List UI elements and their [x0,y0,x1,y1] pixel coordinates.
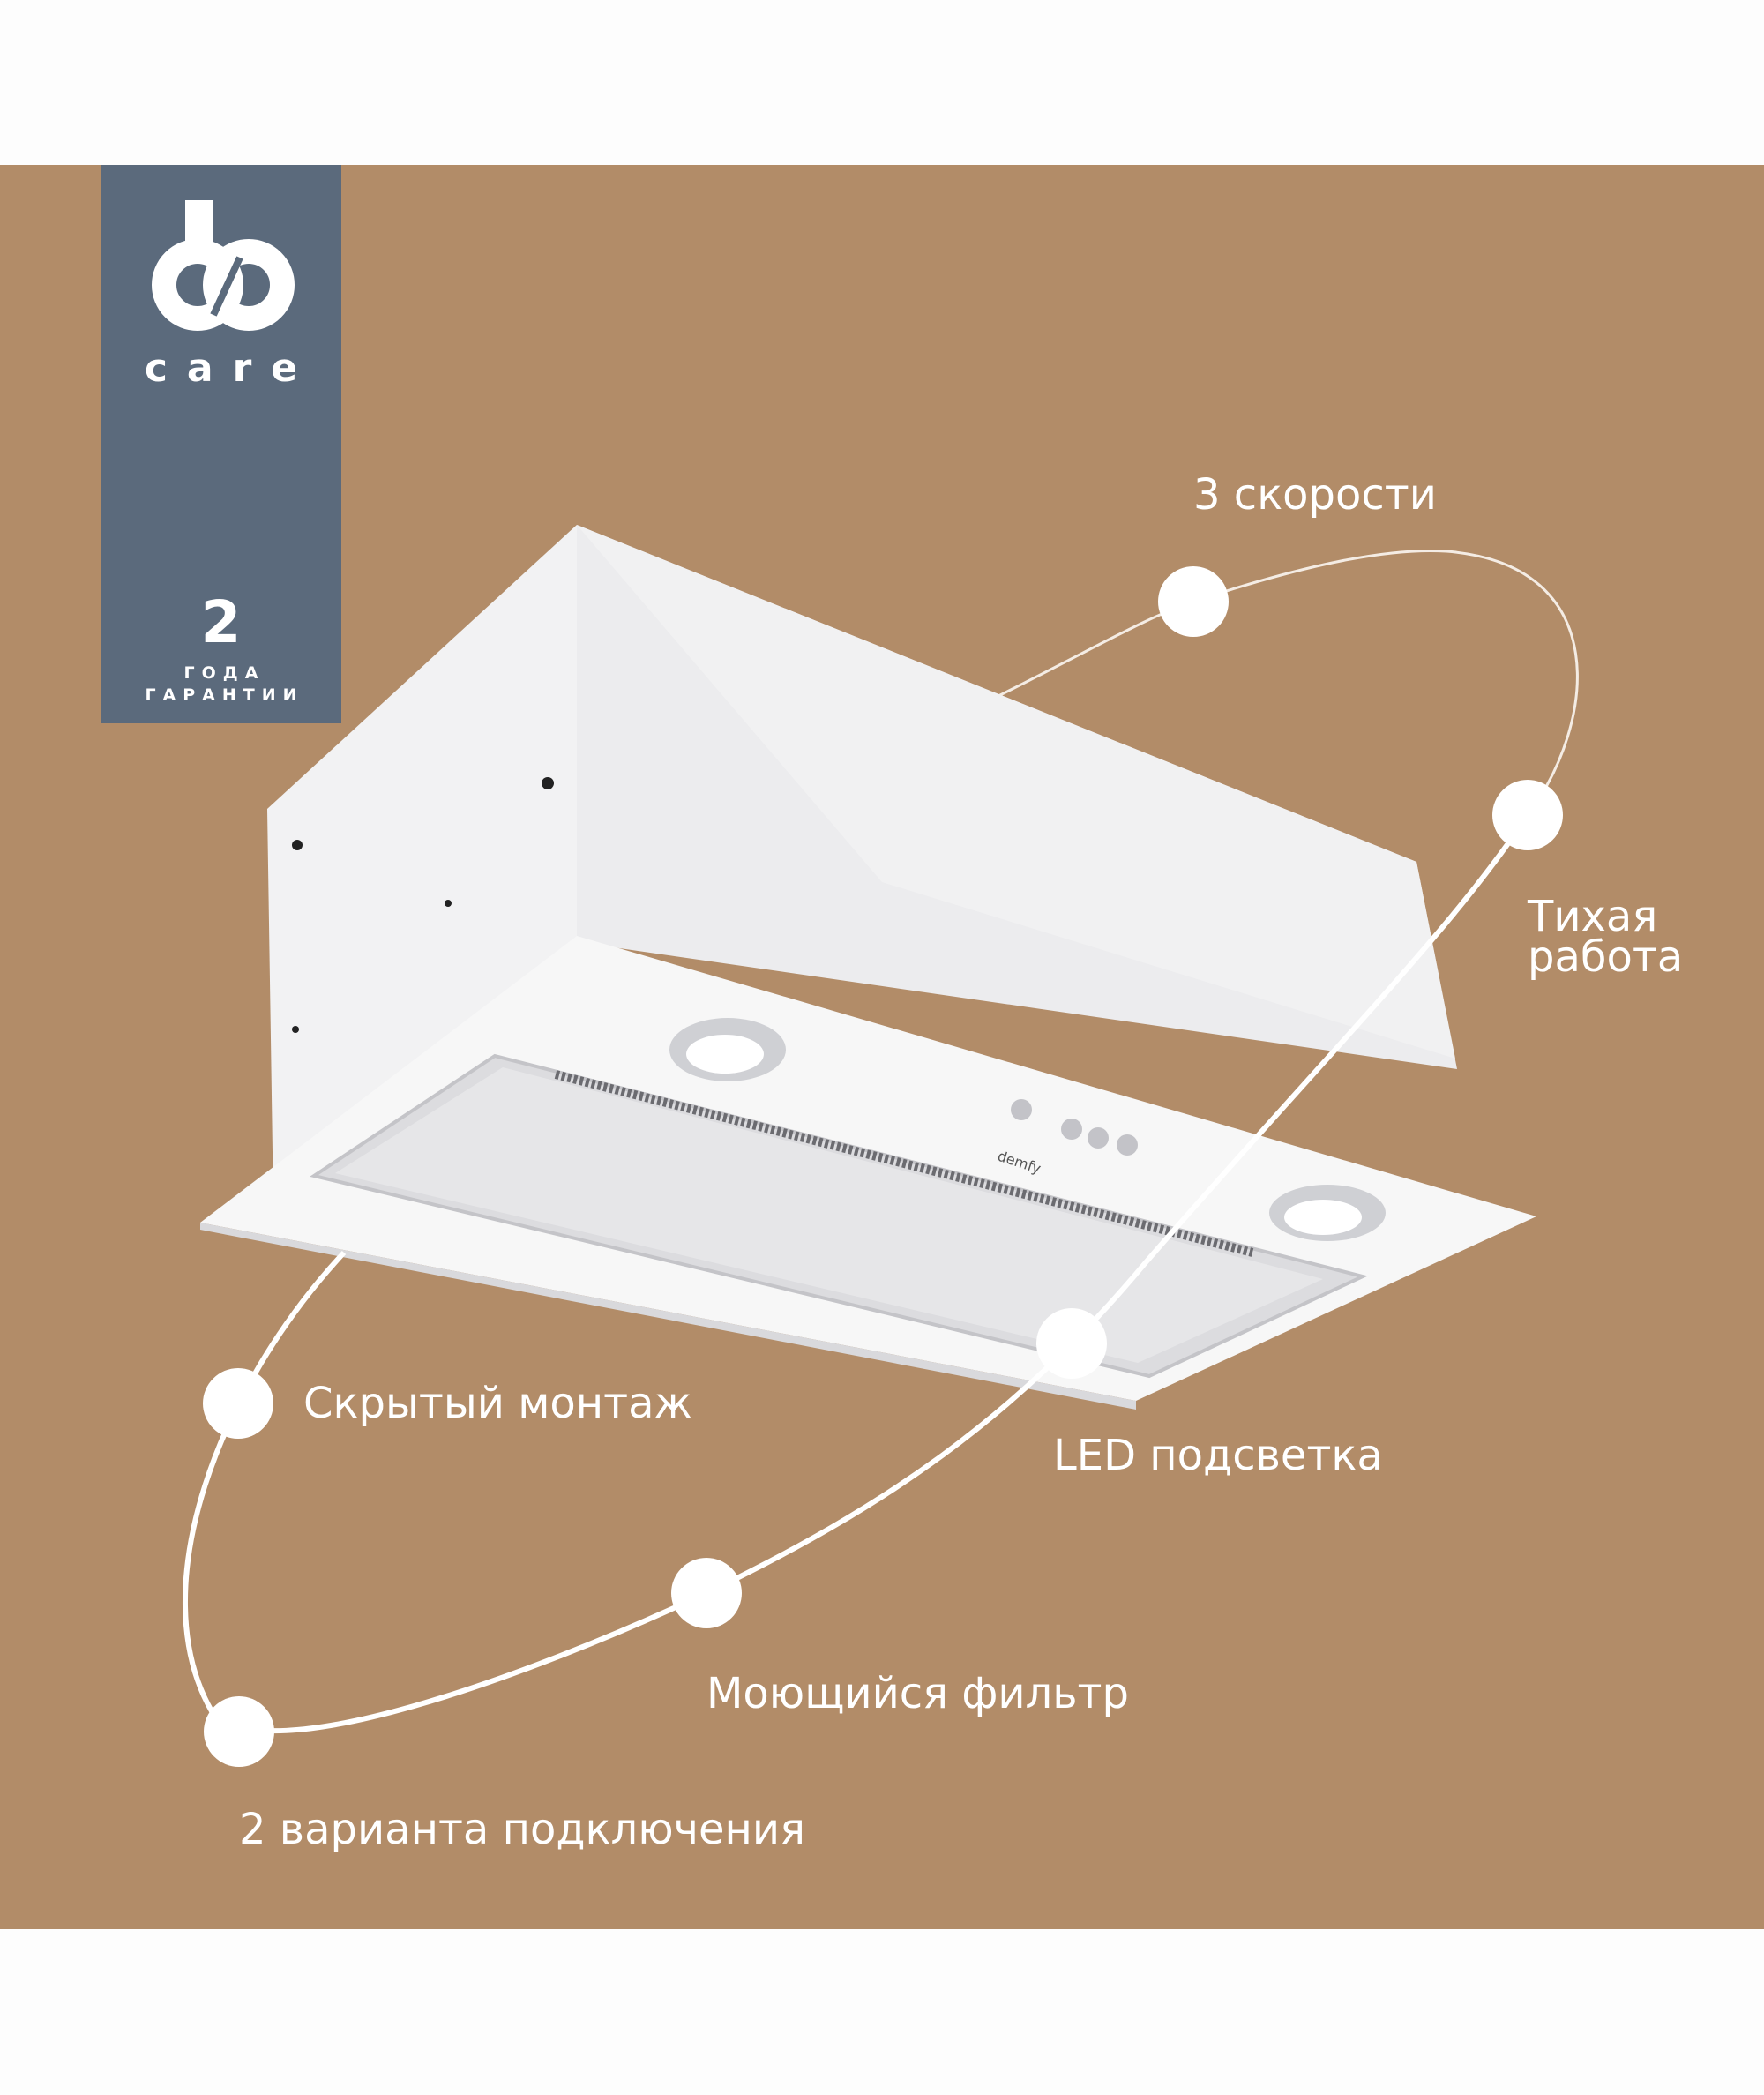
feature-label-quiet-2: работа [1528,932,1684,982]
feature-label-hidden-mount: Скрытый монтаж [303,1379,692,1428]
feature-dots [203,566,1563,1767]
feature-dot [671,1558,742,1628]
brand-logo-icon [152,200,295,331]
feature-dot [1492,780,1563,850]
warranty-years: 2 [200,588,242,656]
feature-dot [203,1368,273,1439]
feature-label-led: LED подсветка [1053,1431,1383,1480]
warranty-line1: ГОДА [183,663,265,683]
feature-label-connection: 2 варианта подключения [239,1805,805,1854]
feature-dot [1036,1308,1107,1379]
range-hood-image: demfy [200,525,1536,1410]
brand-name: care [144,346,318,391]
feature-dot [1158,566,1229,637]
orbit-line-back [996,549,1579,816]
feature-label-washable-filter: Моющийся фильтр [706,1669,1129,1718]
feature-dot [204,1696,274,1767]
feature-label-speeds: 3 скорости [1193,470,1437,520]
warranty-badge: care 2 ГОДА ГАРАНТИИ [101,165,341,723]
feature-label-quiet-1: Тихая [1528,892,1658,941]
warranty-line2: ГАРАНТИИ [145,685,304,705]
